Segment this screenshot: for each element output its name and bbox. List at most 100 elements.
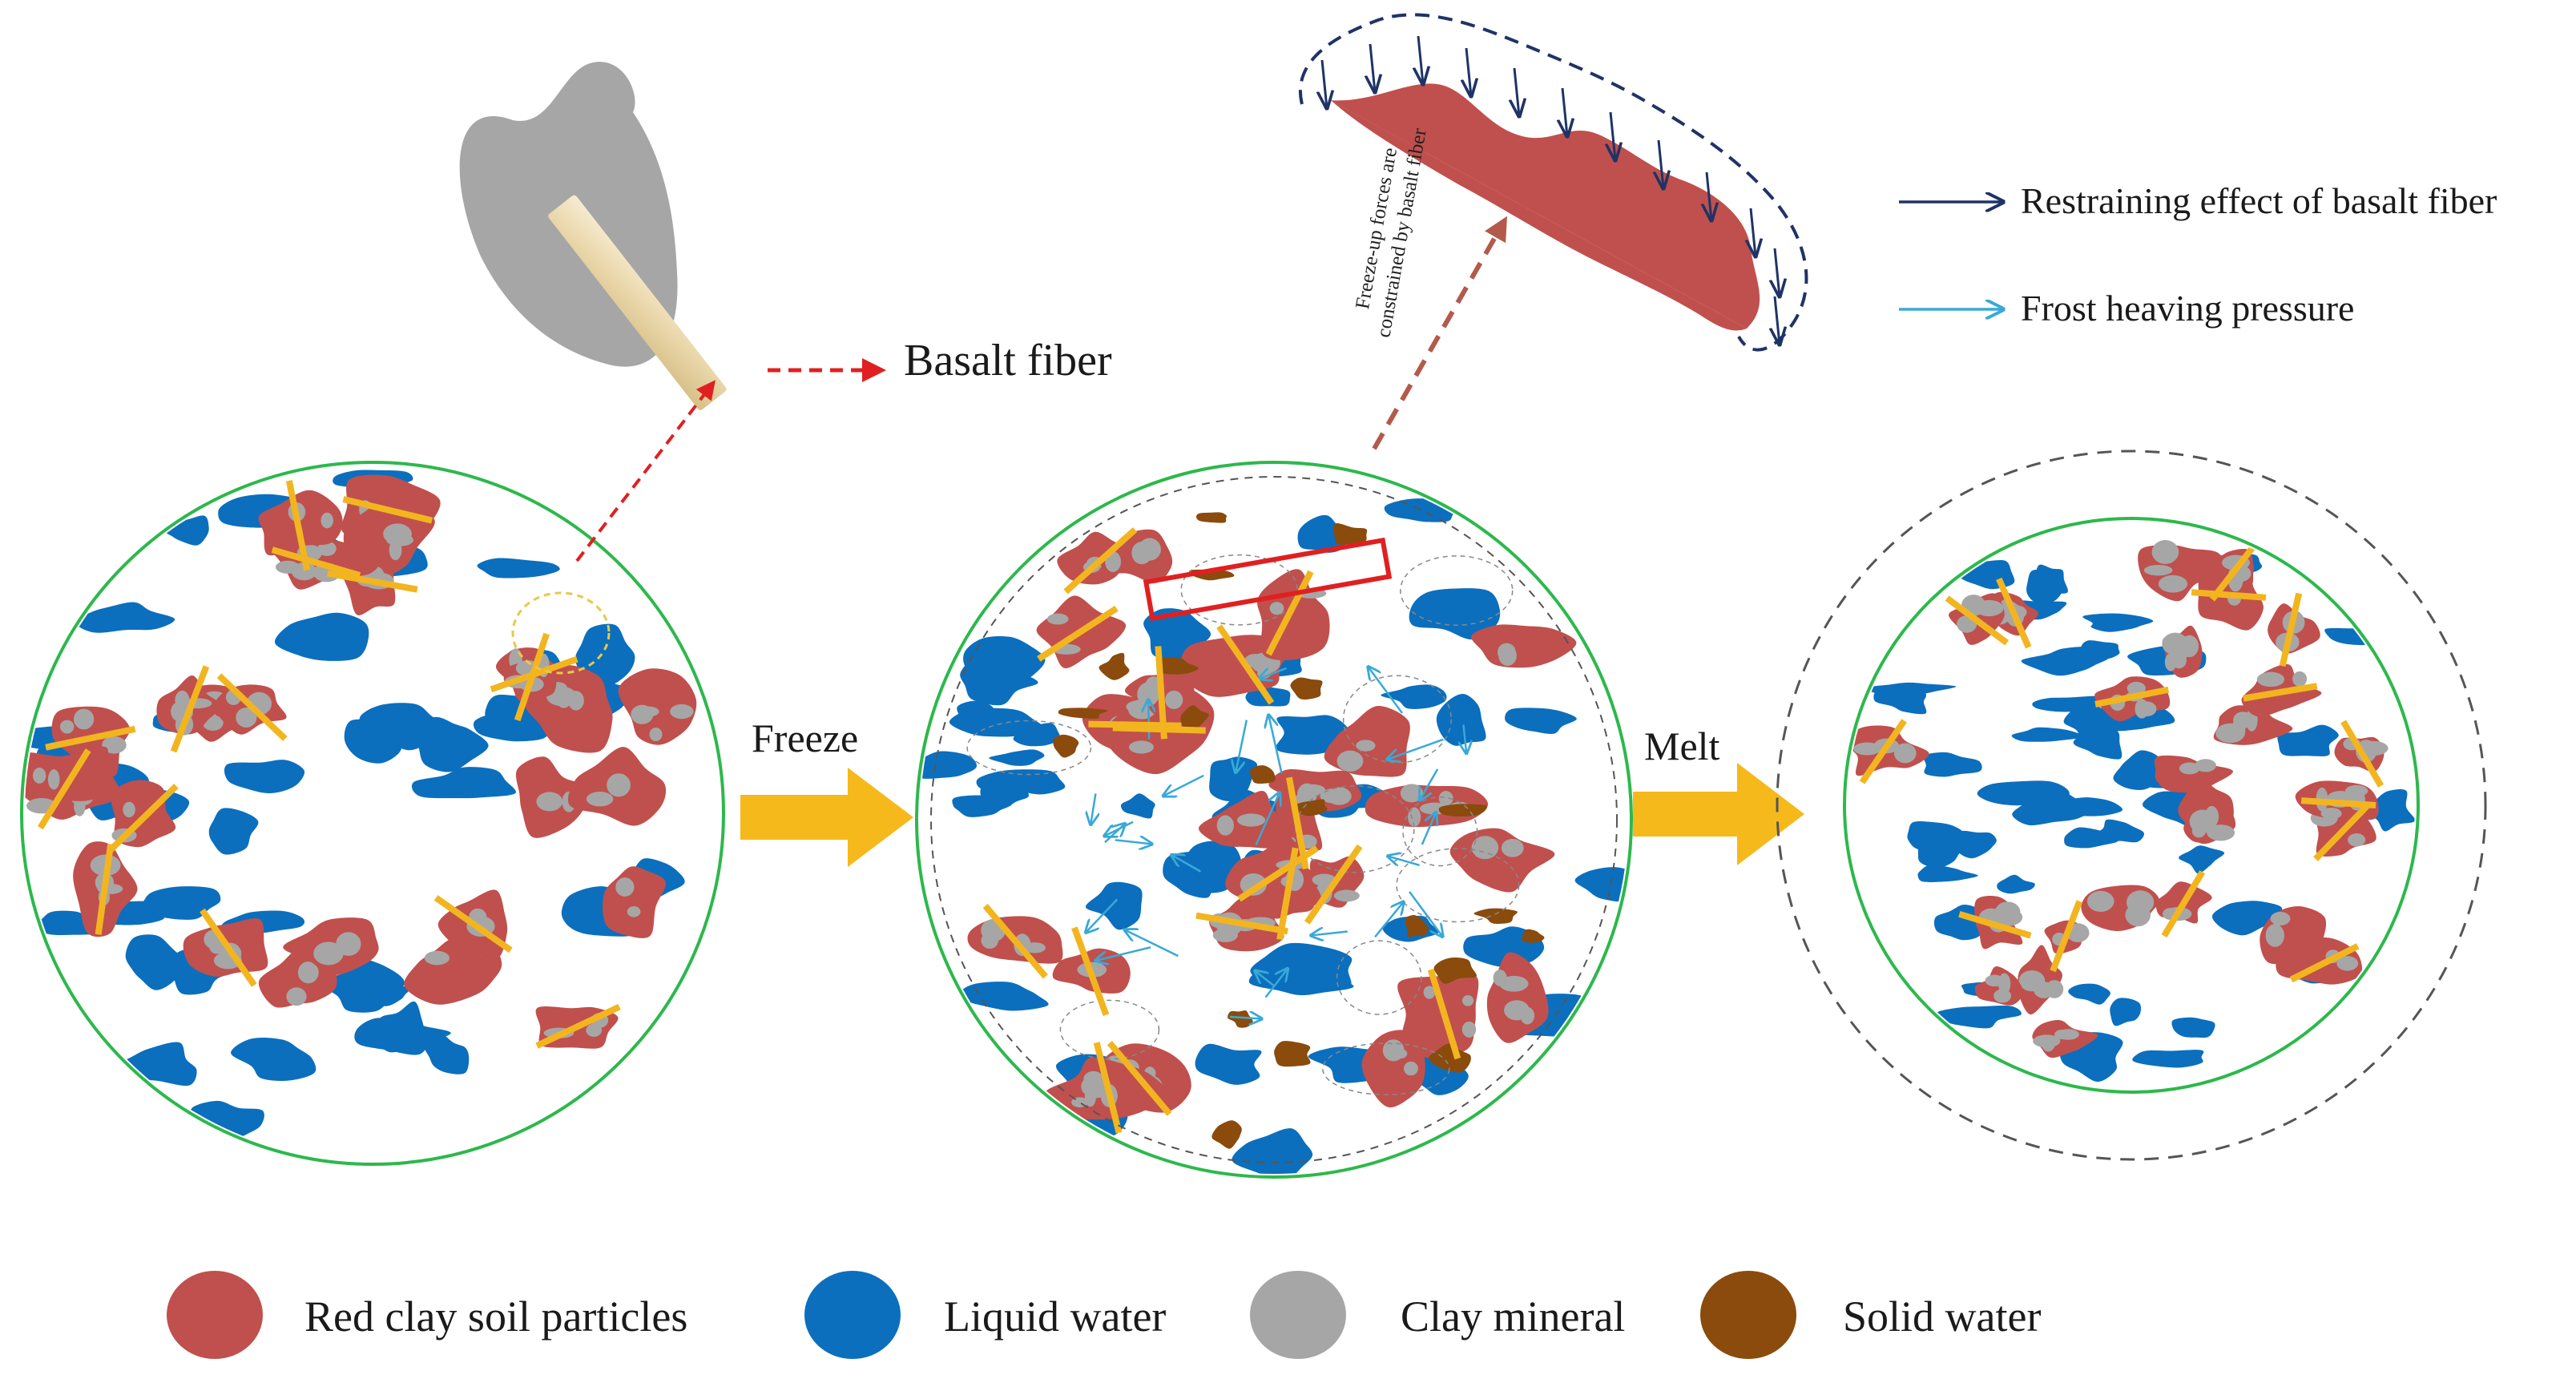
liquid-water-region bbox=[1085, 881, 1143, 930]
liquid-water-region bbox=[989, 749, 1045, 766]
clay-mineral-grain bbox=[2204, 805, 2219, 828]
basalt-fiber bbox=[2300, 797, 2376, 808]
frost-heave-arrow bbox=[1311, 932, 1348, 936]
basalt-fiber bbox=[1996, 577, 2032, 649]
basalt-fiber bbox=[2191, 589, 2267, 601]
liquid-water-region bbox=[274, 612, 369, 661]
clay-mineral-grain bbox=[670, 704, 694, 720]
basalt-fiber bbox=[433, 895, 513, 954]
clay-mineral-grain bbox=[1129, 740, 1154, 754]
freeze-label: Freeze bbox=[752, 716, 859, 760]
liquid-water-region bbox=[2082, 613, 2154, 632]
clay-mineral-grain bbox=[182, 698, 212, 709]
liquid-water-region bbox=[2068, 983, 2110, 1005]
restraint-arrow bbox=[1466, 47, 1471, 96]
clay-mineral-grain bbox=[1240, 873, 1267, 896]
solid-water-patch bbox=[1274, 1041, 1311, 1067]
restraint-arrows bbox=[1322, 35, 1780, 345]
clay-mineral-grain bbox=[1461, 995, 1474, 1006]
legend-clay-mineral-text: Clay mineral bbox=[1401, 1292, 1626, 1341]
frost-heave-arrow bbox=[1255, 971, 1276, 988]
clay-mineral-grain bbox=[1393, 1048, 1408, 1059]
solid-water-patch bbox=[1053, 734, 1079, 758]
liquid-water-region bbox=[1574, 867, 1628, 902]
restraint-arrow bbox=[1659, 139, 1663, 188]
legend-liquid-water-text: Liquid water bbox=[944, 1292, 1167, 1341]
basalt-fiber bbox=[45, 725, 136, 751]
legend-swatch-solid-water bbox=[1700, 1271, 1796, 1359]
basalt-fiber bbox=[2050, 900, 2083, 973]
basalt-fiber bbox=[1107, 1041, 1172, 1116]
solid-water-patch bbox=[1290, 677, 1323, 700]
clay-mineral-grain bbox=[1356, 740, 1376, 752]
solid-water-patch bbox=[1249, 765, 1276, 784]
liquid-water-region bbox=[574, 623, 635, 687]
clay-mineral-grain bbox=[1501, 838, 1524, 857]
clay-mineral-grain bbox=[1994, 901, 2021, 922]
restrained-particle-illustration bbox=[1299, 13, 1808, 450]
clay-mineral-grain bbox=[2320, 808, 2342, 820]
clay-mineral-grain bbox=[1974, 599, 2004, 617]
liquid-water-region bbox=[1409, 588, 1501, 640]
frozen-expansion-outline bbox=[930, 476, 1618, 1163]
clay-mineral-grain bbox=[1244, 654, 1265, 668]
clay-mineral-grain bbox=[615, 877, 635, 897]
red-clay-particle bbox=[1471, 624, 1577, 668]
restraint-arrow bbox=[1418, 35, 1423, 84]
restraint-arrow bbox=[1707, 171, 1711, 220]
restraint-arrow bbox=[1322, 59, 1327, 108]
frost-heave-arrow bbox=[1421, 812, 1436, 845]
clay-mineral-grain bbox=[1091, 962, 1105, 977]
solid-water-patch bbox=[1099, 652, 1130, 680]
frost-heave-arrow bbox=[1388, 856, 1420, 865]
clay-mineral-grain bbox=[1520, 1006, 1535, 1025]
liquid-water-region bbox=[231, 1037, 316, 1082]
freeze-process-arrow bbox=[740, 768, 913, 867]
clay-mineral-grain bbox=[2041, 1034, 2056, 1052]
frost-heave-arrow bbox=[1125, 929, 1179, 958]
basalt-fiber bbox=[2161, 870, 2206, 938]
basalt-fiber bbox=[2243, 683, 2318, 702]
red-clay-particle bbox=[1361, 1030, 1425, 1108]
liquid-water-region bbox=[208, 808, 259, 855]
basalt-fiber bbox=[1063, 527, 1138, 595]
clay-mineral-grain bbox=[59, 720, 75, 734]
solid-water-patch bbox=[1438, 804, 1488, 817]
basalt-fiber bbox=[1155, 646, 1167, 740]
particle-expansion-outline bbox=[1396, 848, 1520, 923]
red-clay-particle bbox=[2154, 755, 2233, 793]
liquid-water-region bbox=[313, 959, 405, 1013]
basalt-fiber bbox=[1071, 926, 1110, 1017]
liquid-water-region bbox=[1907, 820, 1965, 849]
clay-mineral-grain bbox=[2127, 909, 2150, 924]
liquid-water-region bbox=[32, 910, 97, 935]
clay-mineral-grain bbox=[2127, 681, 2146, 695]
clay-mineral-grain bbox=[1461, 1021, 1477, 1038]
basalt-fiber bbox=[1237, 845, 1319, 902]
solid-water-patch bbox=[1228, 1010, 1253, 1028]
frost-heave-arrow bbox=[1163, 774, 1204, 796]
annotation-pointer-arrow bbox=[1372, 216, 1507, 450]
clay-mineral-grain bbox=[32, 768, 46, 784]
restraint-boundary bbox=[1299, 13, 1808, 352]
basalt-fiber-rod bbox=[548, 195, 727, 410]
clay-mineral-grain bbox=[1165, 690, 1183, 710]
basalt-fiber bbox=[2313, 803, 2370, 861]
basalt-fiber bbox=[271, 546, 361, 579]
clay-mineral-grain bbox=[2207, 825, 2235, 841]
liquid-water-region bbox=[2011, 727, 2084, 742]
basalt-fiber bbox=[2209, 538, 2261, 602]
particle-expansion-outline bbox=[966, 720, 1092, 776]
clay-mineral-grain bbox=[297, 962, 319, 984]
clay-mineral-grain bbox=[2292, 671, 2308, 687]
clay-mineral-grain bbox=[2348, 833, 2366, 847]
clay-mineral-grain bbox=[1497, 643, 1516, 662]
sample-before-freezing bbox=[20, 380, 725, 1166]
basalt-fiber bbox=[1265, 570, 1314, 656]
clay-mineral-grain bbox=[424, 950, 449, 966]
solid-water-patch bbox=[1433, 957, 1477, 984]
liquid-water-region bbox=[1195, 1043, 1262, 1085]
particle-expansion-outline bbox=[1180, 554, 1298, 626]
liquid-water-region bbox=[2012, 789, 2093, 825]
liquid-water-region bbox=[2081, 640, 2120, 659]
